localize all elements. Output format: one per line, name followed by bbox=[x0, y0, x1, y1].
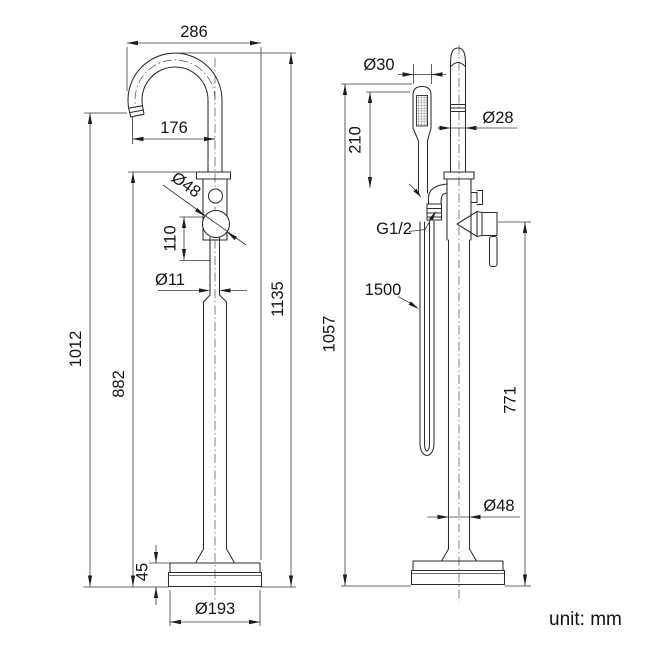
dim-total-height: 1135 bbox=[269, 281, 287, 316]
rod-flare bbox=[202, 294, 228, 303]
column-base-flare bbox=[195, 548, 235, 563]
spout-outer-curve bbox=[127, 52, 223, 109]
hose-loop-bottom bbox=[419, 442, 435, 456]
spout-inner-curve bbox=[141, 66, 209, 107]
standing-column bbox=[202, 301, 228, 550]
dim-base-diameter: Ø193 bbox=[195, 600, 235, 618]
dim-body-top-height: 882 bbox=[110, 370, 128, 398]
spout-nozzle-collar bbox=[129, 109, 144, 114]
connector-rod bbox=[209, 236, 221, 296]
body-collar bbox=[195, 171, 232, 180]
dim-spout-width: 286 bbox=[180, 23, 208, 41]
dim-handshower-diameter: Ø30 bbox=[363, 56, 394, 74]
lever-handle bbox=[488, 235, 498, 268]
handshower-head bbox=[412, 85, 432, 129]
right-column-base-flare bbox=[440, 548, 478, 562]
handle-knob bbox=[201, 209, 231, 239]
handshower-handle bbox=[412, 127, 432, 194]
dim-column-diameter: Ø48 bbox=[483, 497, 514, 515]
handshower-spray-face bbox=[416, 95, 428, 127]
valve-chamfer bbox=[476, 210, 483, 238]
right-base-lower-disc bbox=[410, 569, 506, 586]
shower-hose bbox=[419, 220, 435, 444]
dim-spout-reach: 176 bbox=[160, 119, 188, 137]
dim-connection-thread: G1/2 bbox=[376, 220, 412, 238]
dim-handshower-length: 210 bbox=[347, 126, 365, 154]
dim-spout-outlet-height: 1012 bbox=[67, 331, 85, 368]
left-view-dimensions: 286 1135 1012 882 176 Ø48 110 bbox=[67, 23, 296, 626]
valve-cylinder bbox=[481, 211, 498, 237]
diverter-button bbox=[207, 188, 224, 204]
riser-pipe bbox=[449, 61, 467, 173]
right-standing-column bbox=[447, 239, 471, 550]
right-body-collar bbox=[443, 171, 475, 180]
spout-arc-centerline bbox=[134, 59, 216, 107]
base-lower-disc bbox=[167, 571, 263, 588]
right-view-dimensions: Ø30 210 Ø28 G1/2 1500 1057 771 bbox=[321, 56, 531, 587]
riser-dome-top bbox=[449, 47, 467, 65]
handshower-holder bbox=[427, 183, 448, 205]
hose-connector-nut bbox=[426, 203, 443, 221]
dim-riser-diameter: Ø28 bbox=[482, 109, 513, 127]
spout-nozzle bbox=[128, 105, 145, 118]
dim-base-thickness: 45 bbox=[134, 563, 152, 581]
diverter-knob bbox=[470, 189, 484, 206]
unit-label: unit: mm bbox=[549, 609, 622, 630]
valve-cone bbox=[456, 210, 478, 238]
riser-joint-band bbox=[449, 103, 467, 113]
right-mixer-body bbox=[446, 178, 472, 241]
dim-handle-offset: 110 bbox=[162, 225, 180, 251]
dim-outlet-height: 771 bbox=[502, 386, 520, 414]
riser-dome-inner bbox=[450, 61, 466, 67]
dim-right-total-height: 1057 bbox=[321, 316, 339, 353]
dim-hose-length: 1500 bbox=[365, 281, 402, 299]
right-view-faucet-outline bbox=[410, 45, 506, 602]
dim-rod-diameter: Ø11 bbox=[155, 271, 185, 289]
dim-handle-diameter: Ø48 bbox=[168, 169, 204, 202]
left-view-faucet-outline bbox=[127, 52, 263, 602]
right-base-upper-disc bbox=[412, 560, 504, 572]
spout-pipe bbox=[207, 99, 223, 173]
